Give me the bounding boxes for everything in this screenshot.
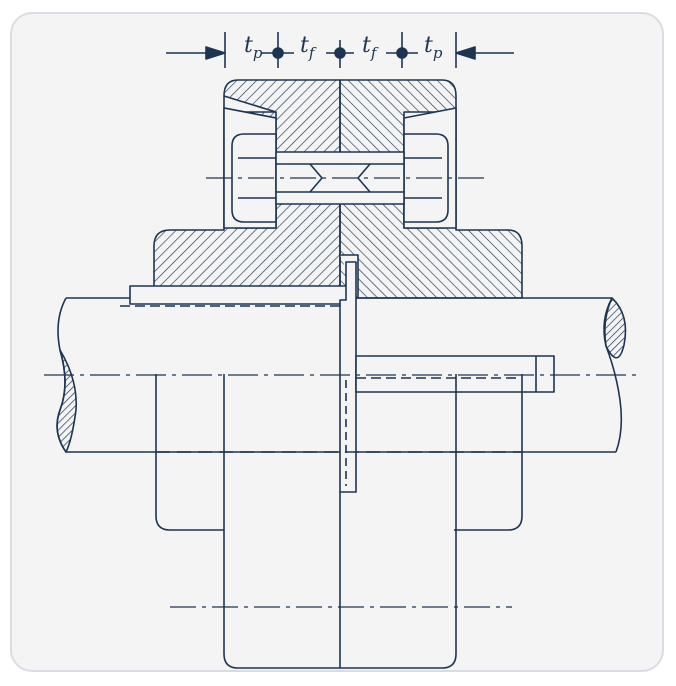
right-key: [355, 355, 555, 393]
dimension-line: [166, 32, 514, 68]
center-lines: [44, 177, 640, 608]
label-tp-left: tp: [244, 33, 263, 62]
left-key: [129, 285, 349, 305]
label-tp-right: tp: [424, 33, 443, 62]
label-tf-left: tf: [300, 33, 317, 62]
lower-coupling-outline: [155, 374, 523, 669]
label-tf-right: tf: [362, 33, 379, 62]
dimension-labels: tp tf tf tp: [244, 33, 443, 62]
